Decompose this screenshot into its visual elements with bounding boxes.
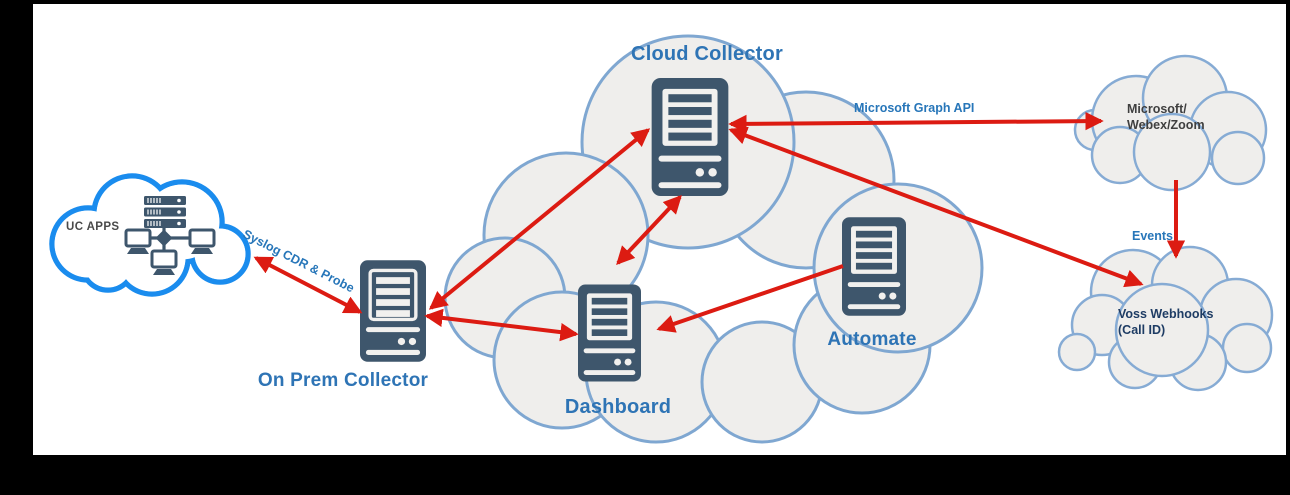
arrow-cloudcollector-microsoft [728,111,1104,134]
pc-icon [150,249,178,275]
pc-icon [124,228,152,254]
dashboard-label: Dashboard [564,396,672,418]
cloud-collector-server-icon [651,78,729,196]
dashboard-server-icon [578,284,641,382]
voss-webhooks-cloud [1057,245,1274,392]
microsoft-graph-api-label: Microsoft Graph API [854,101,975,115]
cloud-collector-label: Cloud Collector [631,43,783,65]
automate-server-icon [842,217,906,316]
arrow-cloudcollector-dashboard [616,194,682,266]
arrow-cloudcollector-vosswebhooks [728,126,1144,288]
uc-apps-label: UC APPS [66,221,120,233]
arrow-ucapps-onprem [253,256,363,314]
uc-network-icon [124,196,216,275]
pc-icon [188,228,216,254]
arrow-onprem-cloudcollector [428,128,651,310]
on-prem-collector-label: On Prem Collector [257,370,429,391]
arrow-onprem-dashboard [424,308,579,342]
automate-label: Automate [827,329,917,350]
events-label: Events [1132,229,1173,243]
microsoft-webex-zoom-label: Microsoft/ Webex/Zoom [1127,102,1205,132]
on-prem-collector-server-icon [360,260,426,362]
voss-webhooks-label: Voss Webhooks (Call ID) [1118,307,1214,337]
